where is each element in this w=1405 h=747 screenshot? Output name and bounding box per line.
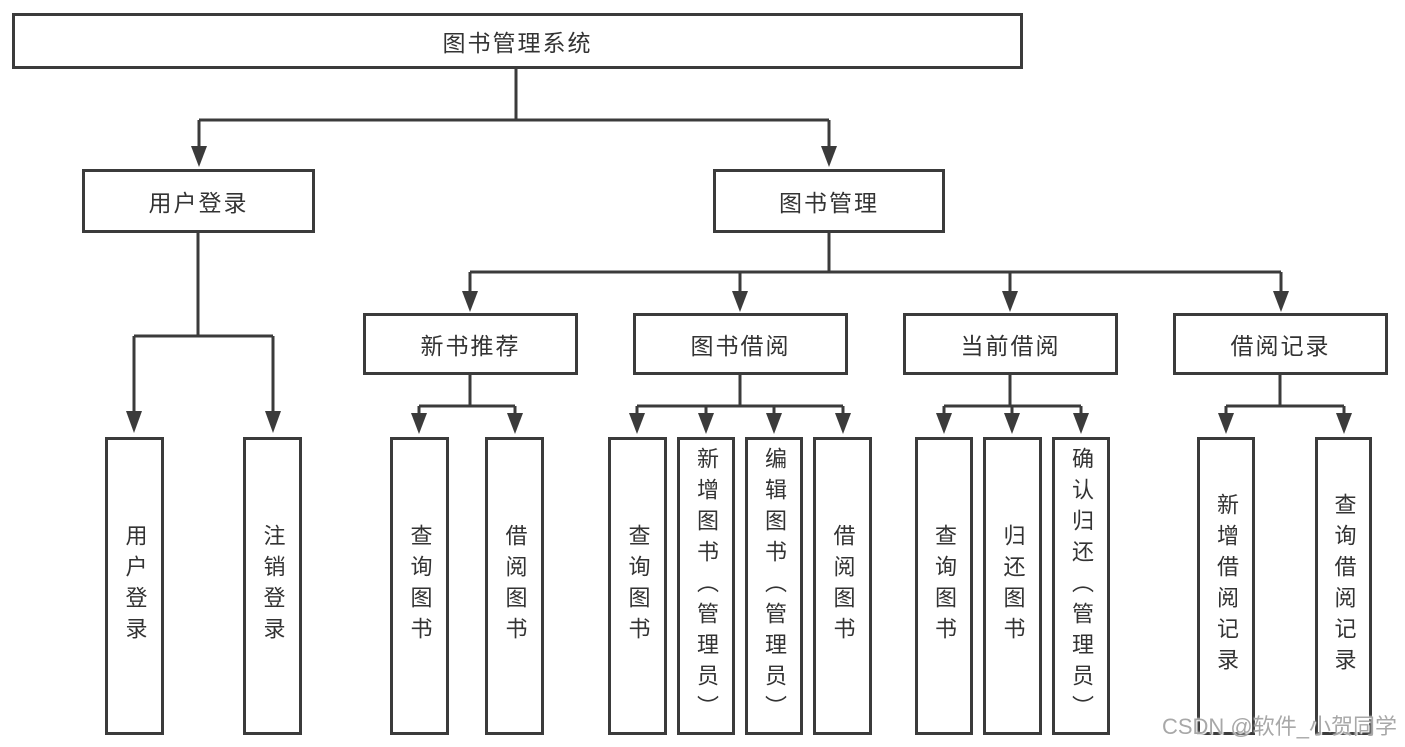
node-label: 新增借阅记录: [1214, 493, 1239, 679]
node-label: 注销登录: [260, 524, 286, 648]
leaf-current-return-books: 归还图书: [983, 437, 1042, 735]
leaf-records-add-record: 新增借阅记录: [1197, 437, 1255, 735]
node-label: 新书推荐: [420, 333, 521, 359]
leaf-current-confirm-return-admin: 确认归还（管理员）: [1052, 437, 1110, 735]
node-label: 查询图书: [625, 524, 651, 648]
node-current-borrow: 当前借阅: [903, 313, 1118, 375]
node-label: 借阅图书: [502, 524, 528, 648]
node-label: 编辑图书（管理员）: [762, 446, 787, 726]
node-label: 查询图书: [932, 524, 957, 648]
node-label: 图书管理系统: [442, 30, 593, 56]
node-label: 当前借阅: [960, 333, 1061, 359]
node-label: 用户登录: [122, 524, 148, 648]
leaf-borrow-edit-books-admin: 编辑图书（管理员）: [745, 437, 803, 735]
leaf-borrow-borrow-books: 借阅图书: [813, 437, 872, 735]
node-book-management: 图书管理: [713, 169, 945, 233]
leaf-current-query-books: 查询图书: [915, 437, 973, 735]
leaf-recommend-borrow-books: 借阅图书: [485, 437, 544, 735]
arrowheads: [126, 146, 1352, 434]
node-label: 确认归还（管理员）: [1069, 446, 1094, 726]
node-label: 图书借阅: [690, 333, 791, 359]
leaf-records-query-record: 查询借阅记录: [1315, 437, 1372, 735]
node-new-book-recommend: 新书推荐: [363, 313, 578, 375]
node-user-login: 用户登录: [82, 169, 315, 233]
node-label: 新增图书（管理员）: [694, 446, 719, 726]
leaf-logout: 注销登录: [243, 437, 302, 735]
node-label: 图书管理: [779, 190, 879, 216]
leaf-borrow-query-books: 查询图书: [608, 437, 667, 735]
node-label: 查询图书: [407, 524, 433, 648]
node-label: 借阅图书: [830, 524, 856, 648]
node-label: 查询借阅记录: [1331, 493, 1357, 679]
node-label: 归还图书: [1000, 524, 1026, 648]
leaf-recommend-query-books: 查询图书: [390, 437, 449, 735]
node-root: 图书管理系统: [12, 13, 1023, 69]
node-book-borrow: 图书借阅: [633, 313, 848, 375]
watermark: CSDN @软件_小贺同学: [1161, 714, 1397, 739]
node-label: 用户登录: [148, 190, 249, 216]
leaf-borrow-add-books-admin: 新增图书（管理员）: [677, 437, 735, 735]
node-borrow-records: 借阅记录: [1173, 313, 1388, 375]
node-label: 借阅记录: [1230, 333, 1331, 359]
leaf-user-login: 用户登录: [105, 437, 164, 735]
